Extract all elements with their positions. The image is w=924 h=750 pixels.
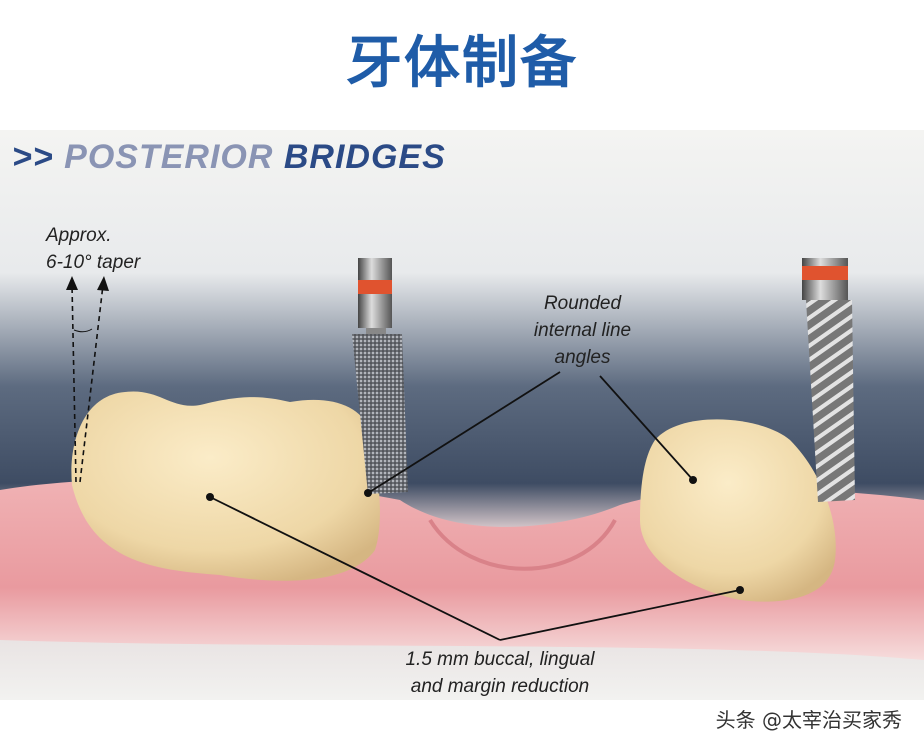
- leader-lines: [209, 371, 741, 641]
- rounded-line1: Rounded: [543, 293, 622, 314]
- watermark: 头条 @太宰治买家秀: [715, 708, 902, 732]
- taper-label-line2: 6-10° taper: [46, 252, 141, 273]
- page-title: 牙体制备: [346, 31, 578, 96]
- heading-part2: BRIDGES: [283, 138, 446, 176]
- taper-label: Approx. 6-10° taper: [46, 222, 140, 276]
- rounded-line2: internal line: [533, 320, 632, 341]
- reduction-line2: and margin reduction: [410, 676, 590, 697]
- carbide-bur: [802, 258, 855, 502]
- rounded-line3: angles: [554, 347, 611, 368]
- reduction-line1: 1.5 mm buccal, lingual: [405, 649, 595, 670]
- gum-crest: [428, 518, 617, 571]
- arrowhead-icon: [66, 276, 109, 291]
- taper-label-line1: Approx.: [46, 225, 112, 246]
- heading-prefix: >>: [12, 138, 54, 176]
- left-prepared-tooth: [71, 391, 380, 581]
- reduction-label: 1.5 mm buccal, lingual and margin reduct…: [340, 646, 660, 700]
- taper-arrows: [71, 284, 104, 483]
- diamond-bur: [352, 258, 408, 494]
- rounded-angles-label: Rounded internal line angles: [500, 290, 665, 371]
- section-heading: >> POSTERIOR BRIDGES: [12, 138, 446, 177]
- right-prepared-tooth: [640, 419, 836, 602]
- heading-part1: POSTERIOR: [64, 138, 274, 176]
